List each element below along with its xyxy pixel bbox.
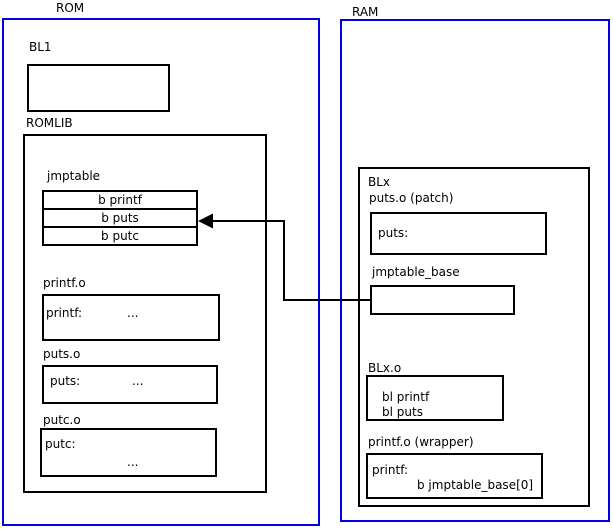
ram-region: BLx puts.o (patch) puts: jmptable_base B… [340,19,610,522]
jmptable-row-puts: b puts [42,208,198,228]
romlib-label: ROMLIB [26,116,73,130]
jmptable-row-printf: b printf [42,190,198,210]
ram-region-title: RAM [352,5,379,19]
bl1-box [27,64,170,112]
blx-o-instruction-puts: bl puts [382,405,423,419]
puts-symbol: puts: [50,374,81,388]
printf-wrapper-box: printf: b jmptable_base[0] [366,453,543,499]
printf-o-box: printf: ... [42,294,220,341]
printf-o-label: printf.o [43,276,86,290]
jmptable-label: jmptable [47,169,101,183]
blx-o-label: BLx.o [368,361,402,375]
jmptable: b printf b puts b putc [42,190,198,246]
printf-symbol: printf: [46,306,83,320]
putc-o-label: putc.o [43,413,81,427]
puts-patch-label: puts.o (patch) [369,191,454,205]
blx-o-instruction-printf: bl printf [382,390,430,404]
printf-wrapper-symbol: printf: [372,463,409,477]
blx-o-box: bl printf bl puts [366,375,504,421]
jmptable-row-putc: b putc [42,226,198,246]
rom-region: BL1 ROMLIB jmptable b printf b puts b pu… [2,18,320,526]
jmptable-base-label: jmptable_base [372,265,460,279]
puts-o-box: puts: ... [42,365,218,404]
romlib-box: jmptable b printf b puts b putc printf.o… [23,134,267,493]
printf-body-ellipsis: ... [127,306,139,320]
putc-o-box: putc: ... [40,428,217,477]
puts-patch-symbol: puts: [378,226,409,240]
puts-patch-box: puts: [370,212,547,255]
puts-body-ellipsis: ... [132,374,144,388]
puts-o-label: puts.o [43,347,81,361]
putc-body-ellipsis: ... [127,455,139,469]
blx-box: BLx puts.o (patch) puts: jmptable_base B… [358,167,590,507]
printf-wrapper-label: printf.o (wrapper) [368,435,474,449]
blx-label: BLx [368,175,391,189]
putc-symbol: putc: [45,437,76,451]
rom-region-title: ROM [56,1,85,15]
bl1-label: BL1 [29,40,52,54]
printf-wrapper-instruction: b jmptable_base[0] [417,478,534,492]
jmptable-base-box [370,285,515,315]
